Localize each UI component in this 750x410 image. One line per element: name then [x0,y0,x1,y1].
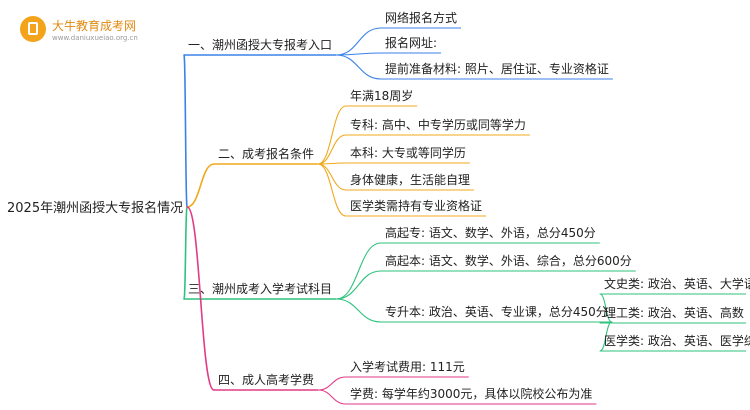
branch-3-subleaf-1: 文史类: 政治、英语、大学语文 [604,276,750,291]
branch-3-subleaf-3: 医学类: 政治、英语、医学综合 [604,333,750,348]
branch-3-leaf-1-connector [335,242,382,300]
branch-2-leaf-2-connector [317,134,347,165]
book-logo-icon [20,16,46,42]
branch-2-leaf-1: 年满18周岁 [350,88,413,103]
branch-2-leaf-4-connector [317,163,347,191]
branch-4-leaf-2-connector [317,389,347,405]
branch-3-leaf-2-connector [335,270,382,300]
branch-1-leaf-3: 提前准备材料: 照片、居住证、专业资格证 [385,61,609,76]
branch-4-label: 四、成人高考学费 [218,372,314,387]
branch-1-leaf-1: 网络报名方式 [385,10,457,25]
branch-3-label: 三、潮州成考入学考试科目 [188,281,332,296]
branch-1-leaf-1-connector [335,27,382,56]
branch-2-leaf-5-connector [317,163,347,217]
branch-3-leaf-3-connector [335,298,382,323]
branch-3-subleaf-3-connector [599,321,613,352]
branch-1-leaf-2: 报名网址: [385,35,437,50]
branch-1-connector [183,54,188,208]
branch-4-leaf-1: 入学考试费用: 111元 [350,359,465,374]
branch-3-leaf-3: 专升本: 政治、英语、专业课，总分450分 [385,304,608,319]
branch-2-leaf-4: 身体健康，生活能自理 [350,172,470,187]
logo-name: 大牛教育成考网 [52,19,137,33]
site-logo: 大牛教育成考网 www.daniuxueiao.org.cn [14,10,144,50]
branch-2-leaf-5: 医学类需持有专业资格证 [350,198,482,213]
branch-3-connector [183,206,188,300]
branch-3-leaf-1: 高起专: 语文、数学、外语，总分450分 [385,225,596,240]
branch-4-leaf-2: 学费: 每学年约3000元，具体以院校公布为准 [350,386,592,401]
branch-2-label: 二、成考报名条件 [218,146,314,161]
branch-2-connector [186,163,215,208]
logo-url: www.daniuxueiao.org.cn [52,34,138,42]
branch-4-leaf-1-connector [317,376,347,391]
branch-2-leaf-3: 本科: 大专或等同学历 [350,145,466,160]
branch-3-leaf-2: 高起本: 语文、数学、外语、综合，总分600分 [385,253,632,268]
branch-1-leaf-3-connector [335,54,382,80]
root-node: 2025年潮州函授大专报名情况 [7,200,183,216]
branch-3-subleaf-2: 理工类: 政治、英语、高数（二) [604,305,750,320]
branch-1-label: 一、潮州函授大专报考入口 [188,37,332,52]
branch-4-connector [186,206,215,391]
branch-2-leaf-1-connector [317,105,347,165]
branch-3-subleaf-1-connector [599,293,613,323]
branch-2-leaf-2: 专科: 高中、中专学历或同等学力 [350,117,526,132]
